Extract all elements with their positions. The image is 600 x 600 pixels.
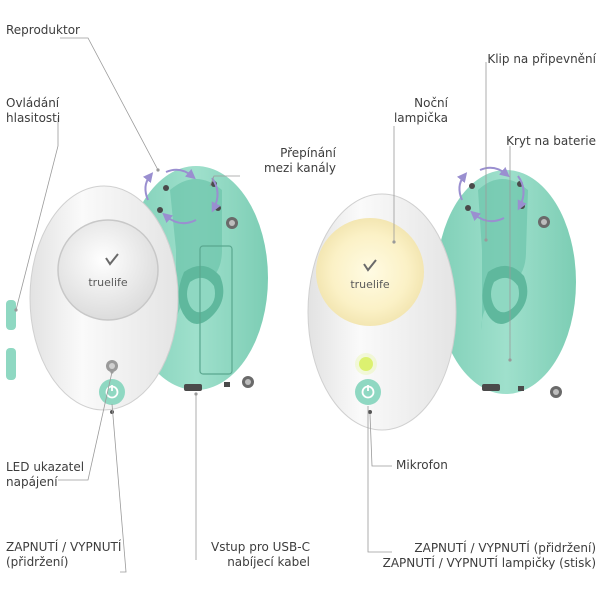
label-mikrofon: Mikrofon (396, 458, 448, 472)
label-zapnuti-left: ZAPNUTÍ / VYPNUTÍ (přidržení) (6, 540, 122, 569)
right-front-unit (307, 193, 457, 431)
label-nocni-lampicka: Noční lampička (393, 96, 448, 125)
label-kryt-baterie: Kryt na baterie (506, 134, 596, 148)
label-led-ukazatel: LED ukazatel napájení (6, 460, 85, 489)
label-klip: Klip na připevnění (487, 52, 596, 66)
label-reproduktor: Reproduktor (6, 23, 80, 37)
right-brand-text: truelife (350, 278, 390, 291)
label-usb-c: Vstup pro USB-C nabíjecí kabel (211, 540, 310, 569)
leader-lines (14, 37, 512, 573)
left-front-unit (6, 185, 179, 414)
label-zapnuti-right-2: ZAPNUTÍ / VYPNUTÍ lampičky (stisk) (382, 556, 596, 570)
right-back-unit (436, 170, 576, 398)
left-brand-text: truelife (88, 276, 128, 289)
left-switch-arrows (142, 168, 221, 225)
right-clip-arrows (456, 166, 527, 223)
label-zapnuti-right-1: ZAPNUTÍ / VYPNUTÍ (přidržení) (414, 541, 596, 555)
label-prepinani-kanalu: Přepínání mezi kanály (263, 146, 336, 175)
label-ovladani-hlasitosti: Ovládání hlasitosti (6, 96, 61, 125)
